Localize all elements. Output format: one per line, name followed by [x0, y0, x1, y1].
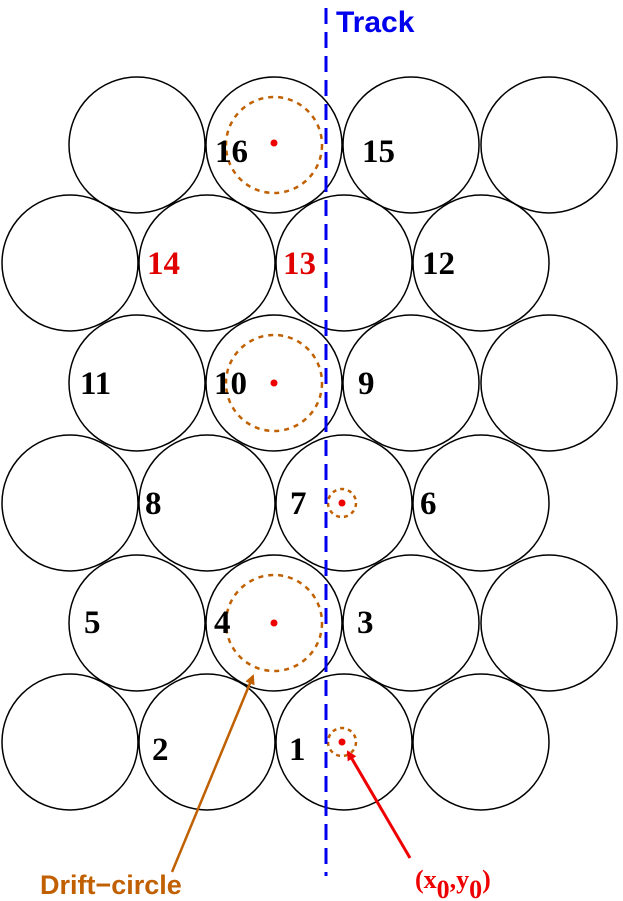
tube-circle — [138, 194, 276, 332]
tube-circle — [342, 314, 480, 452]
tube-circle — [412, 673, 550, 811]
tube-circle — [1, 194, 139, 332]
tube-number-12: 12 — [422, 246, 455, 282]
tube-circle — [68, 314, 206, 452]
tube-circle — [480, 314, 618, 452]
origin-prefix: (x — [415, 865, 437, 894]
tube-number-3: 3 — [357, 605, 374, 641]
tube-circle — [342, 76, 480, 214]
tube-number-14: 14 — [147, 246, 180, 282]
wire-point — [270, 379, 278, 387]
tube-circle — [275, 673, 413, 811]
origin-suffix: ) — [482, 865, 491, 894]
drift-circle — [224, 95, 324, 195]
tube-circle — [342, 554, 480, 692]
tube-number-15: 15 — [362, 134, 395, 170]
drift-circle — [326, 487, 358, 519]
tube-circle — [68, 554, 206, 692]
drift-circle — [326, 726, 358, 758]
tube-number-6: 6 — [420, 486, 437, 522]
tube-number-7: 7 — [290, 486, 307, 522]
wire-point — [270, 139, 278, 147]
tube-circle — [1, 673, 139, 811]
tube-number-5: 5 — [84, 605, 101, 641]
tube-number-1: 1 — [289, 732, 306, 768]
tube-number-10: 10 — [214, 366, 247, 402]
drift-circle — [224, 573, 324, 673]
tube-number-4: 4 — [214, 605, 231, 641]
tube-circle — [138, 434, 276, 572]
origin-sub-y: 0 — [469, 875, 482, 901]
tube-circle — [412, 194, 550, 332]
drift-circle-arrow — [170, 674, 255, 873]
origin-sub-x: 0 — [437, 875, 450, 901]
track-label: Track — [336, 6, 415, 39]
tube-circle — [412, 434, 550, 572]
wire-point — [270, 619, 278, 627]
tube-circle — [138, 673, 276, 811]
tube-circle — [205, 314, 343, 452]
tube-number-9: 9 — [358, 366, 375, 402]
tube-circle — [275, 194, 413, 332]
tube-number-2: 2 — [152, 732, 169, 768]
origin-arrow — [346, 750, 412, 859]
wire-point — [338, 499, 346, 507]
tube-circle — [480, 554, 618, 692]
drift-circle-label: Drift−circle — [40, 870, 182, 900]
wire-point — [338, 738, 346, 746]
tube-circle — [205, 76, 343, 214]
tube-number-16: 16 — [215, 134, 248, 170]
tube-circle — [68, 76, 206, 214]
tube-circle — [275, 434, 413, 572]
drift-circle — [224, 333, 324, 433]
tube-circle — [1, 434, 139, 572]
tube-number-8: 8 — [145, 486, 162, 522]
tube-number-11: 11 — [80, 366, 111, 402]
origin-label: (x0,y0) — [415, 865, 491, 901]
tube-circle — [480, 76, 618, 214]
tube-circle — [205, 554, 343, 692]
origin-mid: ,y — [450, 865, 470, 894]
tube-number-13: 13 — [283, 246, 316, 282]
